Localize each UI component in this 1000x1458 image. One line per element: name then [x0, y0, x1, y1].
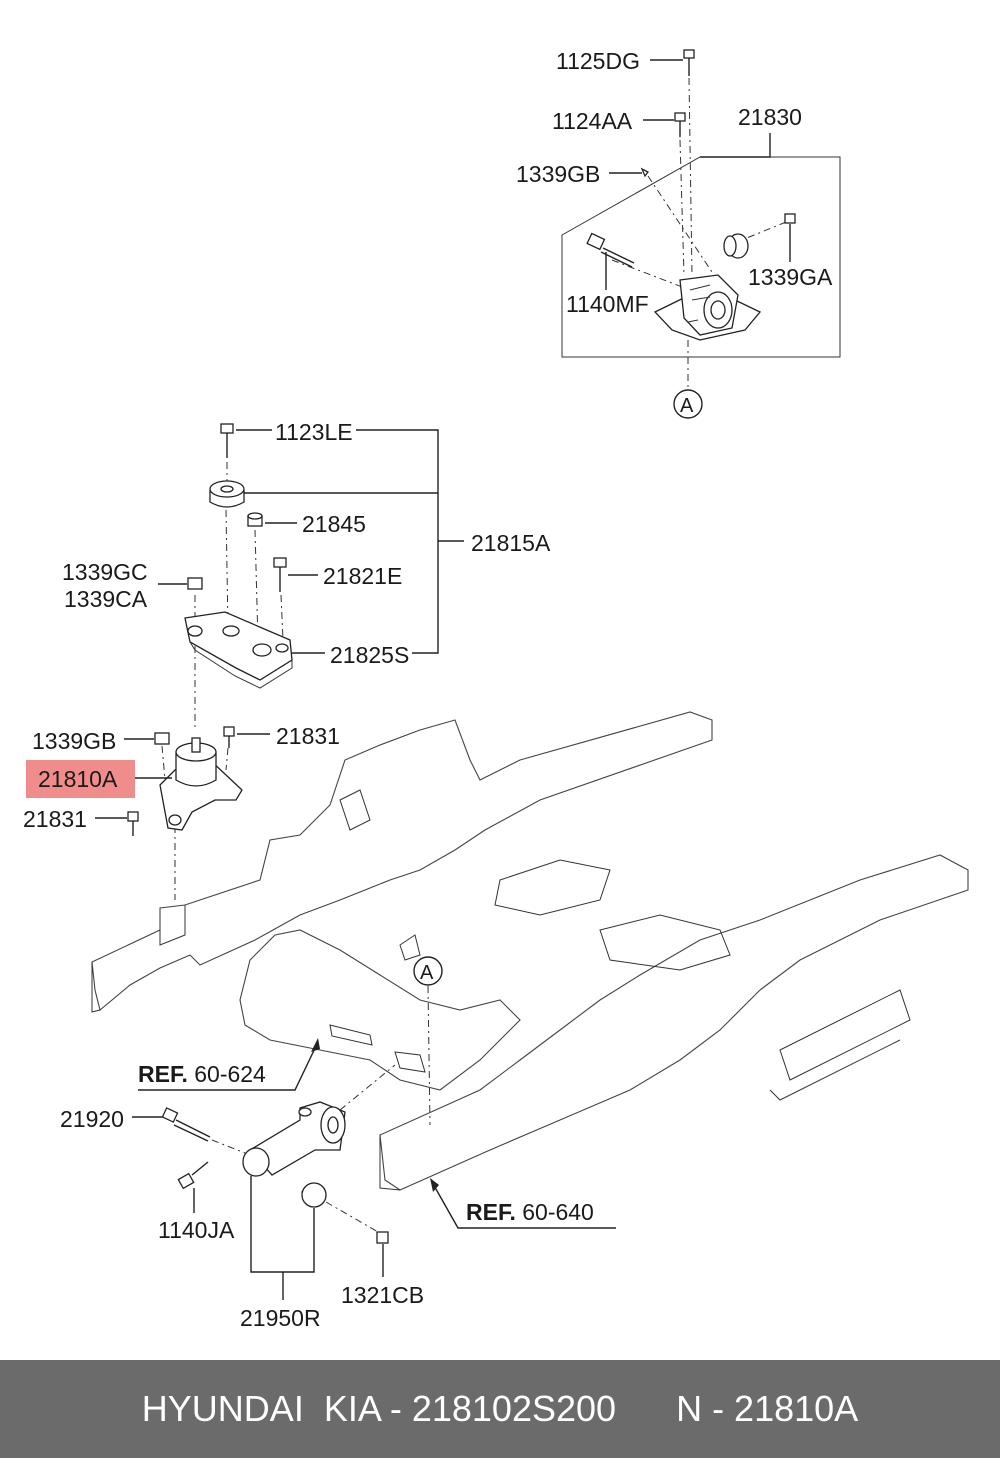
bolt-1125dg-icon — [683, 49, 695, 76]
nut-1321cb-icon — [376, 1231, 389, 1244]
label-1339gb-top: 1339GB — [516, 161, 600, 187]
bolt-21821e-icon — [273, 557, 287, 592]
label-ref-60-640: REF. 60-640 — [466, 1199, 594, 1225]
engine-mount-group — [26, 423, 464, 900]
label-1124aa: 1124AA — [552, 108, 633, 134]
label-21810a: 21810A — [38, 766, 118, 792]
transmission-mount-21830-icon — [653, 274, 762, 341]
nut-21845-icon — [247, 512, 263, 527]
label-21830: 21830 — [738, 104, 802, 130]
label-1339gc: 1339GC — [62, 559, 148, 585]
rubber-bumper-icon — [209, 480, 245, 508]
label-21825s: 21825S — [330, 642, 409, 668]
bolt-1140ja-icon — [177, 1161, 209, 1190]
inset-box-outline — [561, 156, 841, 358]
clip-1339gb-icon — [640, 167, 649, 178]
label-1140ja: 1140JA — [158, 1217, 235, 1243]
engine-mount-21810a-icon — [159, 737, 243, 831]
leader-ref-60-624 — [138, 1041, 319, 1091]
frame-callout-a — [413, 956, 443, 1126]
label-ref-60-624: REF. 60-624 — [138, 1061, 266, 1087]
label-21821e: 21821E — [323, 563, 402, 589]
label-1125dg: 1125DG — [556, 48, 640, 74]
label-1123le: 1123LE — [275, 419, 353, 445]
label-1339ca: 1339CA — [64, 586, 148, 612]
ref-60-624-num: 60-624 — [194, 1061, 266, 1087]
label-21950r: 21950R — [240, 1305, 321, 1331]
label-1339ga: 1339GA — [748, 264, 833, 290]
roll-rod-group — [132, 1064, 396, 1300]
bolt-21920-icon — [161, 1107, 211, 1142]
label-1140mf: 1140MF — [566, 291, 649, 317]
part-labels: 1125DG 1124AA 21830 1339GB 1339GA 1140MF… — [23, 48, 833, 1331]
bolt-21831-upper-icon — [223, 726, 235, 748]
label-callout-a-top: A — [680, 395, 694, 417]
ref-60-624-prefix: REF. — [138, 1061, 188, 1087]
inset-transmission-mount — [561, 49, 841, 419]
label-21831-upper: 21831 — [276, 723, 340, 749]
exploded-parts-diagram: 1125DG 1124AA 21830 1339GB 1339GA 1140MF… — [23, 48, 969, 1331]
label-21831-lower: 21831 — [23, 806, 87, 832]
label-callout-a-frame: A — [420, 962, 434, 984]
label-1321cb: 1321CB — [341, 1282, 424, 1308]
bushing-21950r-icon — [301, 1182, 327, 1208]
callout-a-top-circle — [673, 389, 703, 419]
arrow-ref-60-640-icon — [430, 1178, 439, 1192]
leader-21830 — [700, 133, 771, 158]
ref-60-640-num: 60-640 — [522, 1199, 594, 1225]
nut-1339gc-icon — [187, 577, 203, 590]
bushing-icon — [723, 233, 749, 259]
bolt-21831-lower-icon — [127, 811, 139, 836]
bolt-1140mf-icon — [586, 232, 635, 268]
nut-1339gb-mid-icon — [154, 732, 170, 745]
bracket-21825s-icon — [184, 611, 293, 689]
ref-60-640-prefix: REF. — [466, 1199, 516, 1225]
footer-bar: HYUNDAI KIA - 218102S200 N - 21810A — [0, 1360, 1000, 1458]
leader-ref-60-640 — [431, 1181, 616, 1229]
highlight-21810a-box — [26, 760, 135, 798]
arrow-ref-60-624-icon — [311, 1038, 320, 1052]
label-1339gb-mid: 1339GB — [32, 728, 116, 754]
roll-rod-21950r-icon — [242, 1101, 346, 1177]
label-21815a: 21815A — [471, 530, 551, 556]
label-21920: 21920 — [60, 1106, 124, 1132]
label-21845: 21845 — [302, 511, 366, 537]
bolt-1123le-icon — [220, 423, 234, 458]
footer-part-number: HYUNDAI KIA - 218102S200 N - 21810A — [141, 1388, 859, 1429]
chassis-frame — [91, 711, 969, 1191]
bolt-1124aa-icon — [674, 112, 686, 137]
nut-1339ga-icon — [784, 213, 796, 224]
